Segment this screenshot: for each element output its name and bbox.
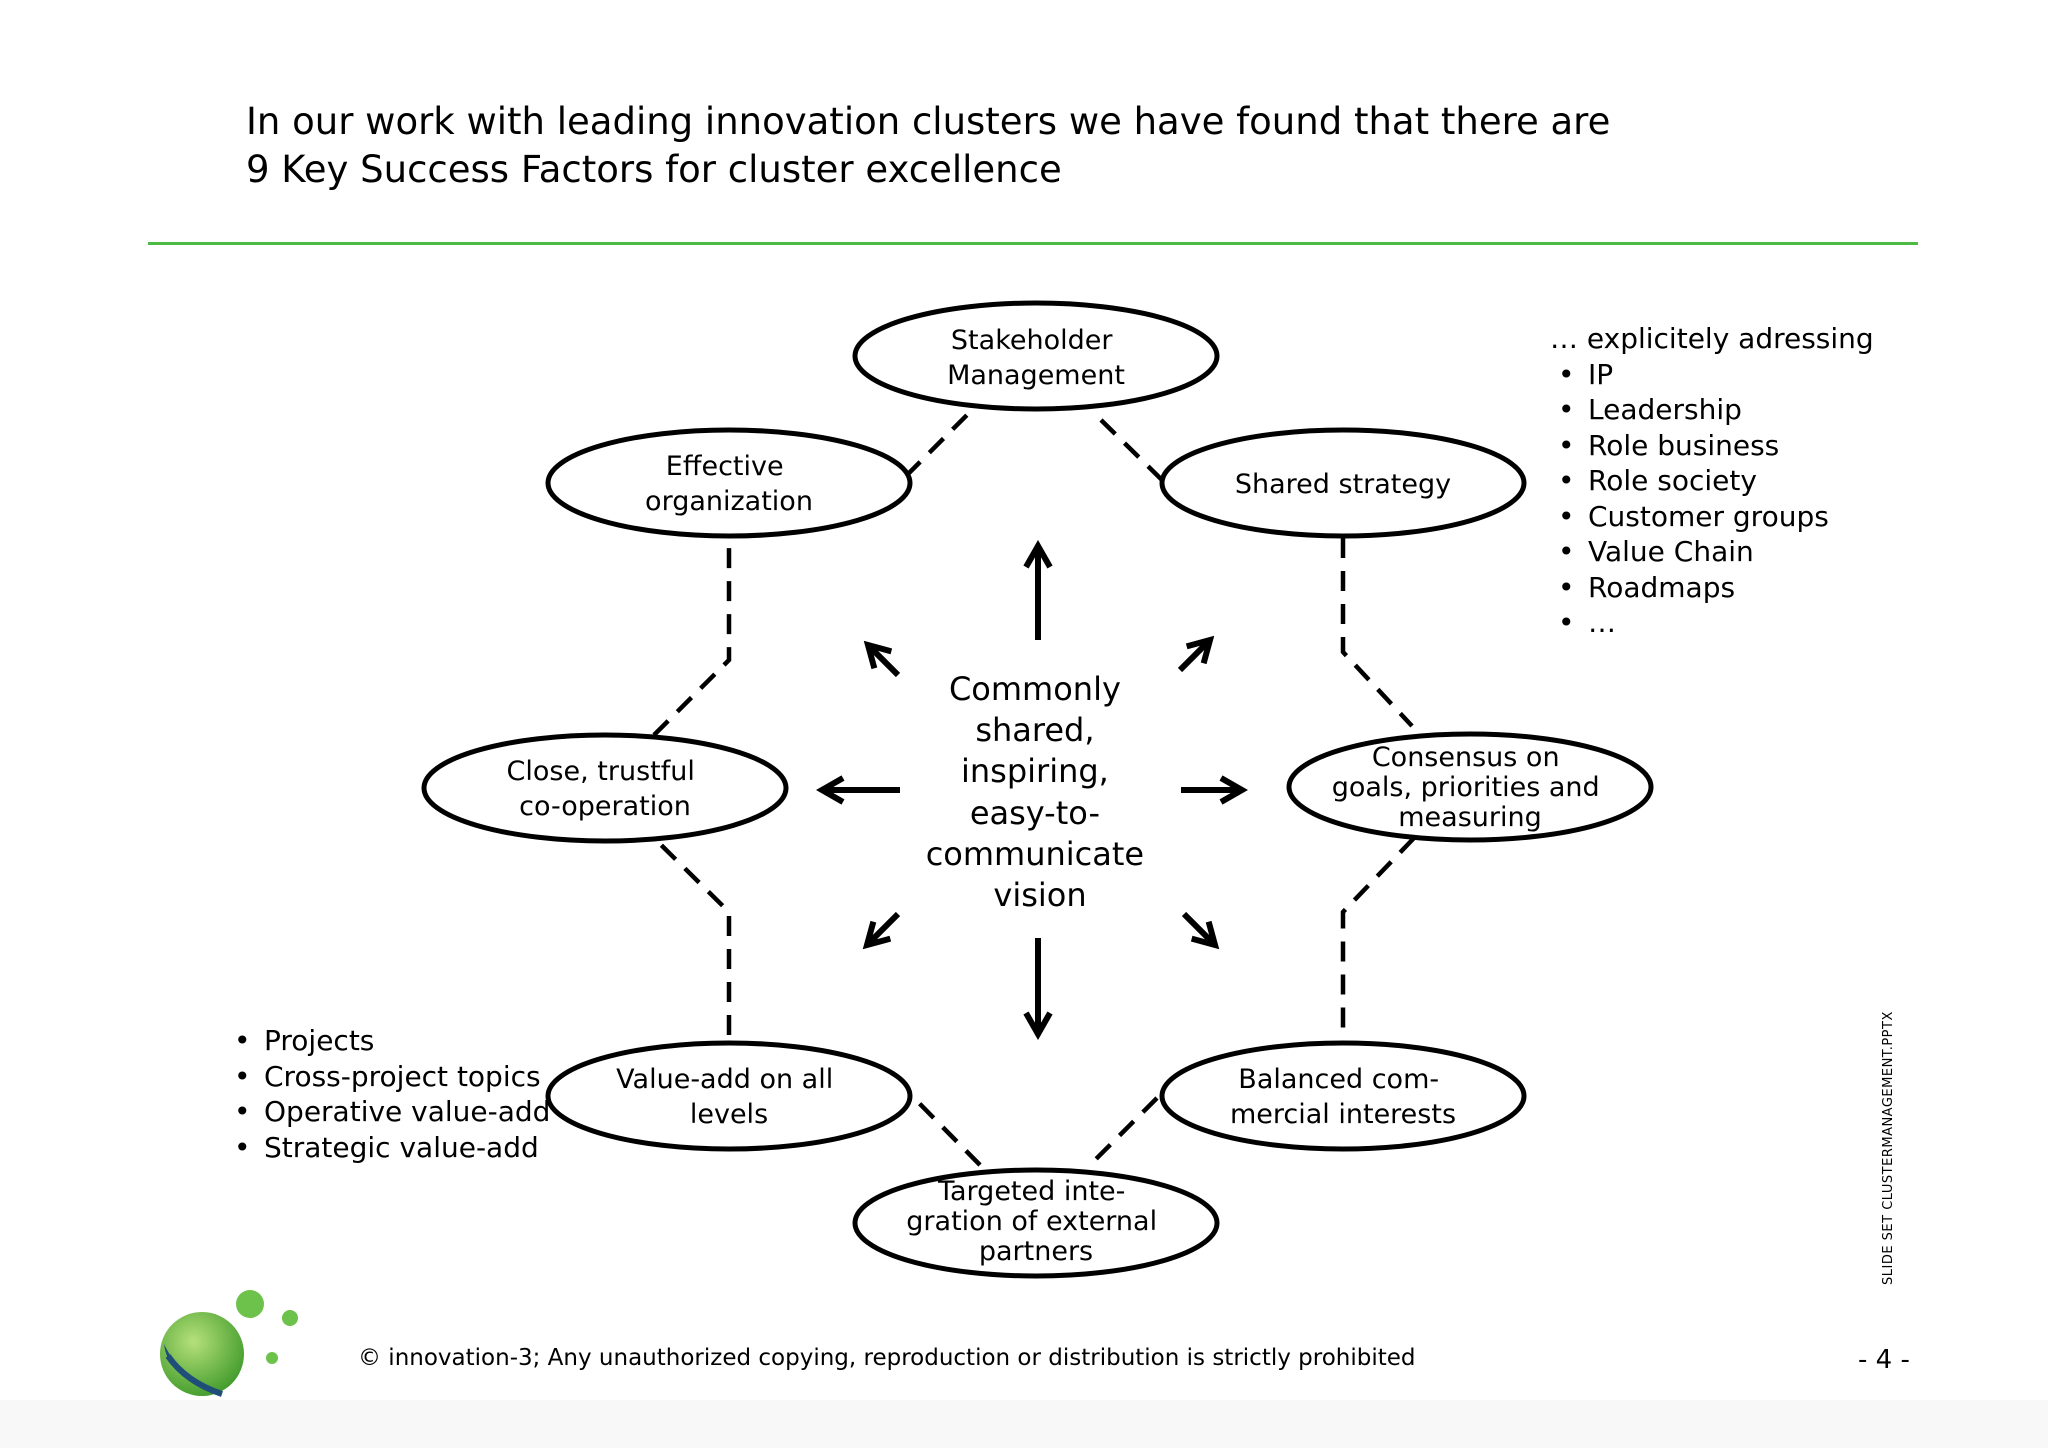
center-line: communicate — [926, 835, 1144, 873]
ellipse-shared-strategy — [1159, 427, 1527, 539]
label-line: Effective — [666, 451, 784, 482]
label-line: Targeted inte- — [937, 1176, 1125, 1207]
label-line: Stakeholder — [951, 325, 1113, 356]
title-divider — [148, 242, 1918, 245]
center-line: Commonly — [949, 670, 1121, 708]
ellipse-close — [421, 732, 789, 844]
ellipse-value-add — [545, 1040, 913, 1152]
list-item: Operative value-add — [226, 1094, 550, 1130]
label-line: goals, priorities and — [1332, 772, 1600, 803]
vision-arrows — [815, 539, 1249, 1041]
arrow-up-left — [863, 640, 901, 678]
label-balanced: Balanced com- mercial interests — [1230, 1064, 1456, 1130]
factor-ellipses — [421, 300, 1654, 1279]
list-item: Customer groups — [1550, 499, 1874, 535]
title-line-2: 9 Key Success Factors for cluster excell… — [246, 148, 1062, 191]
label-line: levels — [690, 1099, 768, 1130]
label-line: Management — [947, 360, 1125, 391]
label-line: Consensus on — [1372, 742, 1560, 773]
label-consensus: Consensus on goals, priorities and measu… — [1332, 742, 1609, 833]
ellipse-balanced — [1159, 1040, 1527, 1152]
list-item: Leadership — [1550, 392, 1874, 428]
strategy-topics-list: … explicitely adressing IP Leadership Ro… — [1550, 321, 1874, 641]
list-item: Cross-project topics — [226, 1059, 550, 1095]
label-line: Shared strategy — [1235, 469, 1451, 500]
connector-consensus-balanced — [1340, 836, 1416, 1030]
label-value-add: Value-add on all levels — [616, 1064, 842, 1130]
ellipse-consensus — [1286, 731, 1654, 843]
center-line: inspiring, — [961, 752, 1109, 790]
label-stakeholder: Stakeholder Management — [947, 325, 1125, 391]
label-line: organization — [645, 486, 813, 517]
label-line: measuring — [1398, 802, 1542, 833]
label-line: partners — [979, 1236, 1093, 1267]
bottom-band — [0, 1400, 2048, 1448]
arrow-up-right — [1177, 635, 1215, 673]
list-item: IP — [1550, 357, 1874, 393]
connector-close-effective — [652, 538, 732, 737]
label-line: Value-add on all — [616, 1064, 833, 1095]
connector-balanced-targeted — [1088, 1096, 1159, 1167]
list-item: Value Chain — [1550, 534, 1874, 570]
copyright-notice: © innovation-3; Any unauthorized copying… — [358, 1345, 1416, 1371]
list-item: … — [1550, 605, 1874, 641]
center-line: shared, — [975, 711, 1094, 749]
label-line: co-operation — [519, 791, 691, 822]
label-line: mercial interests — [1230, 1099, 1456, 1130]
innovation-3-logo — [160, 1290, 298, 1397]
connector-stakeholder-strategy — [1099, 418, 1164, 482]
arrow-down-right — [1181, 911, 1220, 950]
ellipse-targeted — [852, 1167, 1220, 1279]
label-close: Close, trustful co-operation — [507, 756, 704, 822]
connector-effective-stakeholder — [904, 408, 974, 478]
list-item: Projects — [226, 1023, 550, 1059]
list-item: Roadmaps — [1550, 570, 1874, 606]
page-number: - 4 - — [1858, 1345, 1910, 1375]
center-line: easy-to- — [970, 794, 1100, 832]
label-line: Balanced com- — [1238, 1064, 1439, 1095]
list-heading: … explicitely adressing — [1550, 322, 1874, 355]
connector-targeted-valueadd — [912, 1096, 982, 1167]
dashed-connectors — [652, 408, 1416, 1167]
list-item: Strategic value-add — [226, 1130, 550, 1166]
list-item: Role society — [1550, 463, 1874, 499]
slide-title: In our work with leading innovation clus… — [246, 98, 1646, 194]
connector-valueadd-close — [652, 836, 732, 1035]
label-effective: Effective organization — [645, 451, 813, 517]
slide-set-label: SLIDE SET CLUSTERMANAGEMENT.PPTX — [1881, 1011, 1896, 1285]
title-line-1: In our work with leading innovation clus… — [246, 100, 1611, 143]
label-targeted: Targeted inte- gration of external partn… — [906, 1176, 1165, 1267]
label-line: Close, trustful — [507, 756, 695, 787]
list-item: Role business — [1550, 428, 1874, 464]
center-vision-text: Commonly shared, inspiring, easy-to- com… — [926, 670, 1155, 914]
label-line: gration of external — [906, 1206, 1157, 1237]
arrow-down-left — [862, 911, 901, 950]
ellipse-effective — [545, 427, 913, 539]
connector-strategy-consensus — [1340, 538, 1414, 728]
value-add-list: Projects Cross-project topics Operative … — [226, 1023, 550, 1165]
label-shared-strategy: Shared strategy — [1235, 469, 1451, 500]
ellipse-stakeholder — [852, 300, 1220, 412]
center-line: vision — [993, 876, 1086, 914]
